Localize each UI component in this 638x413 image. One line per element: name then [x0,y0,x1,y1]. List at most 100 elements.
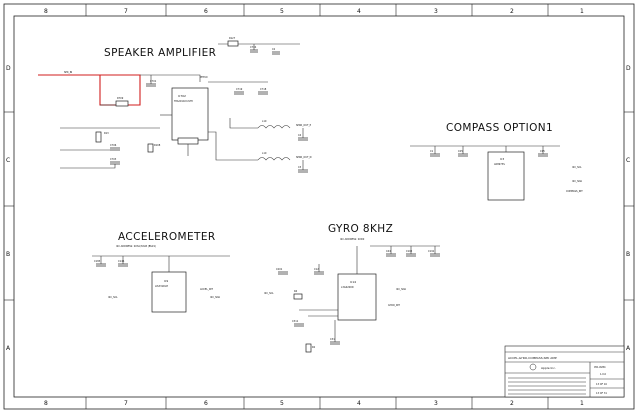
outer-frame [3,3,635,410]
zone-col-6-bottom: 6 [204,400,208,407]
r4-resistor [293,293,303,300]
accel-sda-label: I2C_SDA [210,296,220,299]
spk-in-net-label: SPK_IN [64,71,72,74]
compass-int-label: COMPASS_INT [566,190,583,193]
zone-col-7: 7 [124,8,128,15]
gyro-part-number: L3G4200D [341,286,354,289]
row-zones: D C B A D C B A [4,65,634,352]
r13-label: R13 [104,132,109,135]
spk-top-rail [140,74,201,82]
zone-col-8: 8 [44,8,48,15]
gyro-section: GYRO 8KHZ I2C ADDRESS: 0XD0 C44 C102 C12… [264,223,440,353]
zone-col-6: 6 [204,8,208,15]
inner-frame [13,15,625,398]
gyro-i2c-address: I2C ADDRESS: 0XD0 [340,238,365,241]
c2-label: C2 [272,48,276,51]
u702-part-number: TPA2011D1YZH [174,100,193,103]
zone-row-d-right: D [626,65,631,72]
accel-ref: U9 [164,279,168,283]
zone-col-7-bottom: 7 [124,400,128,407]
c146-label: C146 [118,260,125,263]
c25-label: C25 [458,150,463,153]
c701-label: C701 [150,80,157,83]
accel-part-number: LIS331DLH [155,285,168,288]
c31-label: C31 [330,338,335,341]
r13-resistor [95,131,102,143]
r127-resistor [227,40,239,47]
spk-in-red-net [38,74,141,106]
zone-col-4: 4 [357,8,361,15]
zone-col-2-bottom: 2 [510,400,514,407]
zone-row-b-right: B [626,251,630,258]
title-block-title: ACCEL,GYRO,COMPASS,SPK AMP [508,356,557,360]
accelerometer-section: ACCELEROMETER I2C ADDRESS: 0X3A/3XLB (BS… [92,231,230,313]
c706-label: C706 [110,144,117,147]
zone-col-1-bottom: 1 [580,400,584,407]
l10b-label: L10 [262,152,267,155]
spk-out-p-label: SPKR_OUT_P [296,124,312,127]
r108-resistor [147,143,154,153]
compass-section: COMPASS OPTION1 C1 C25 U3 AK8973S I2C_SC… [410,122,583,201]
c183-label: C183 [94,260,101,263]
zone-row-c: C [6,157,10,164]
zone-col-3-bottom: 3 [434,400,438,407]
title-block-sheet: 13 OF 16 [596,383,607,386]
gyro-ref: U14 [350,280,356,284]
apple-logo-icon [529,363,537,371]
title-block-frame [504,345,625,398]
c703-label: C703 [110,158,117,161]
spk-out-n-label: SPKR_OUT_N [296,156,312,159]
zone-col-8-bottom: 8 [44,400,48,407]
zone-col-4-bottom: 4 [357,400,361,407]
c718-label: C718 [260,88,267,91]
zone-row-b: B [6,251,10,258]
compass-section-title: COMPASS OPTION1 [446,122,553,134]
u702-chip [171,87,209,141]
compass-scl-label: I2C_SCL [572,166,582,169]
column-zones: 8 7 6 5 4 3 2 1 8 7 6 5 4 3 2 1 [44,4,584,409]
spk-rail-label: PP3V0 [200,76,208,79]
zone-col-3: 3 [434,8,438,15]
compass-part-number: AK8973S [494,163,505,166]
gyro-sda-label: I2C_SDA [396,288,406,291]
zone-row-a-right: A [626,345,631,352]
zone-row-a: A [6,345,11,352]
gyro-section-title: GYRO 8KHZ [328,223,393,235]
gyro-scl-label: I2C_SCL [264,292,274,295]
c3-label: C3 [298,166,302,169]
accel-int-label: ACCEL_INT [200,288,213,291]
r709-label: R709 [117,97,124,100]
r4-label: R4 [294,290,298,293]
compass-sda-label: I2C_SDA [572,180,582,183]
zone-col-2: 2 [510,8,514,15]
c4-label: C4 [298,134,302,137]
c102-label: C102 [406,250,413,253]
l10-inductor [257,125,291,129]
zone-col-5-bottom: 5 [280,400,284,407]
r2-resistor [305,343,312,353]
compass-chip [487,151,525,201]
zone-col-5: 5 [280,8,284,15]
c719-label: C719 [236,88,243,91]
title-block-page: 13 OF 31 [596,392,607,395]
title-block-rev: 1.0.0 [600,373,607,376]
u702-ref: U702 [178,94,186,98]
zone-row-c-right: C [626,157,630,164]
speaker-section-title: SPEAKER AMPLIFIER [104,47,216,59]
speaker-amplifier-section: SPEAKER AMPLIFIER SPK_IN PP3V0 R127 C704… [38,37,312,173]
c201-label: C201 [276,268,283,271]
l10b-inductor [257,157,291,161]
gyro-int-label: GYRO_INT [388,304,400,307]
r2-label: R2 [312,346,316,349]
l10-label: L10 [262,120,267,123]
accel-scl-label: I2C_SCL [108,296,118,299]
r108-label: R108 [154,144,161,147]
accel-section-title: ACCELEROMETER [118,231,216,243]
title-block: ACCEL,GYRO,COMPASS,SPK AMP Apple Inc. 05… [504,345,625,398]
c1-label: C1 [430,150,434,153]
c15-label: C15 [540,150,545,153]
c704-label: C704 [250,46,257,49]
u702-ground-pad [177,137,199,145]
gyro-chip [337,273,377,321]
